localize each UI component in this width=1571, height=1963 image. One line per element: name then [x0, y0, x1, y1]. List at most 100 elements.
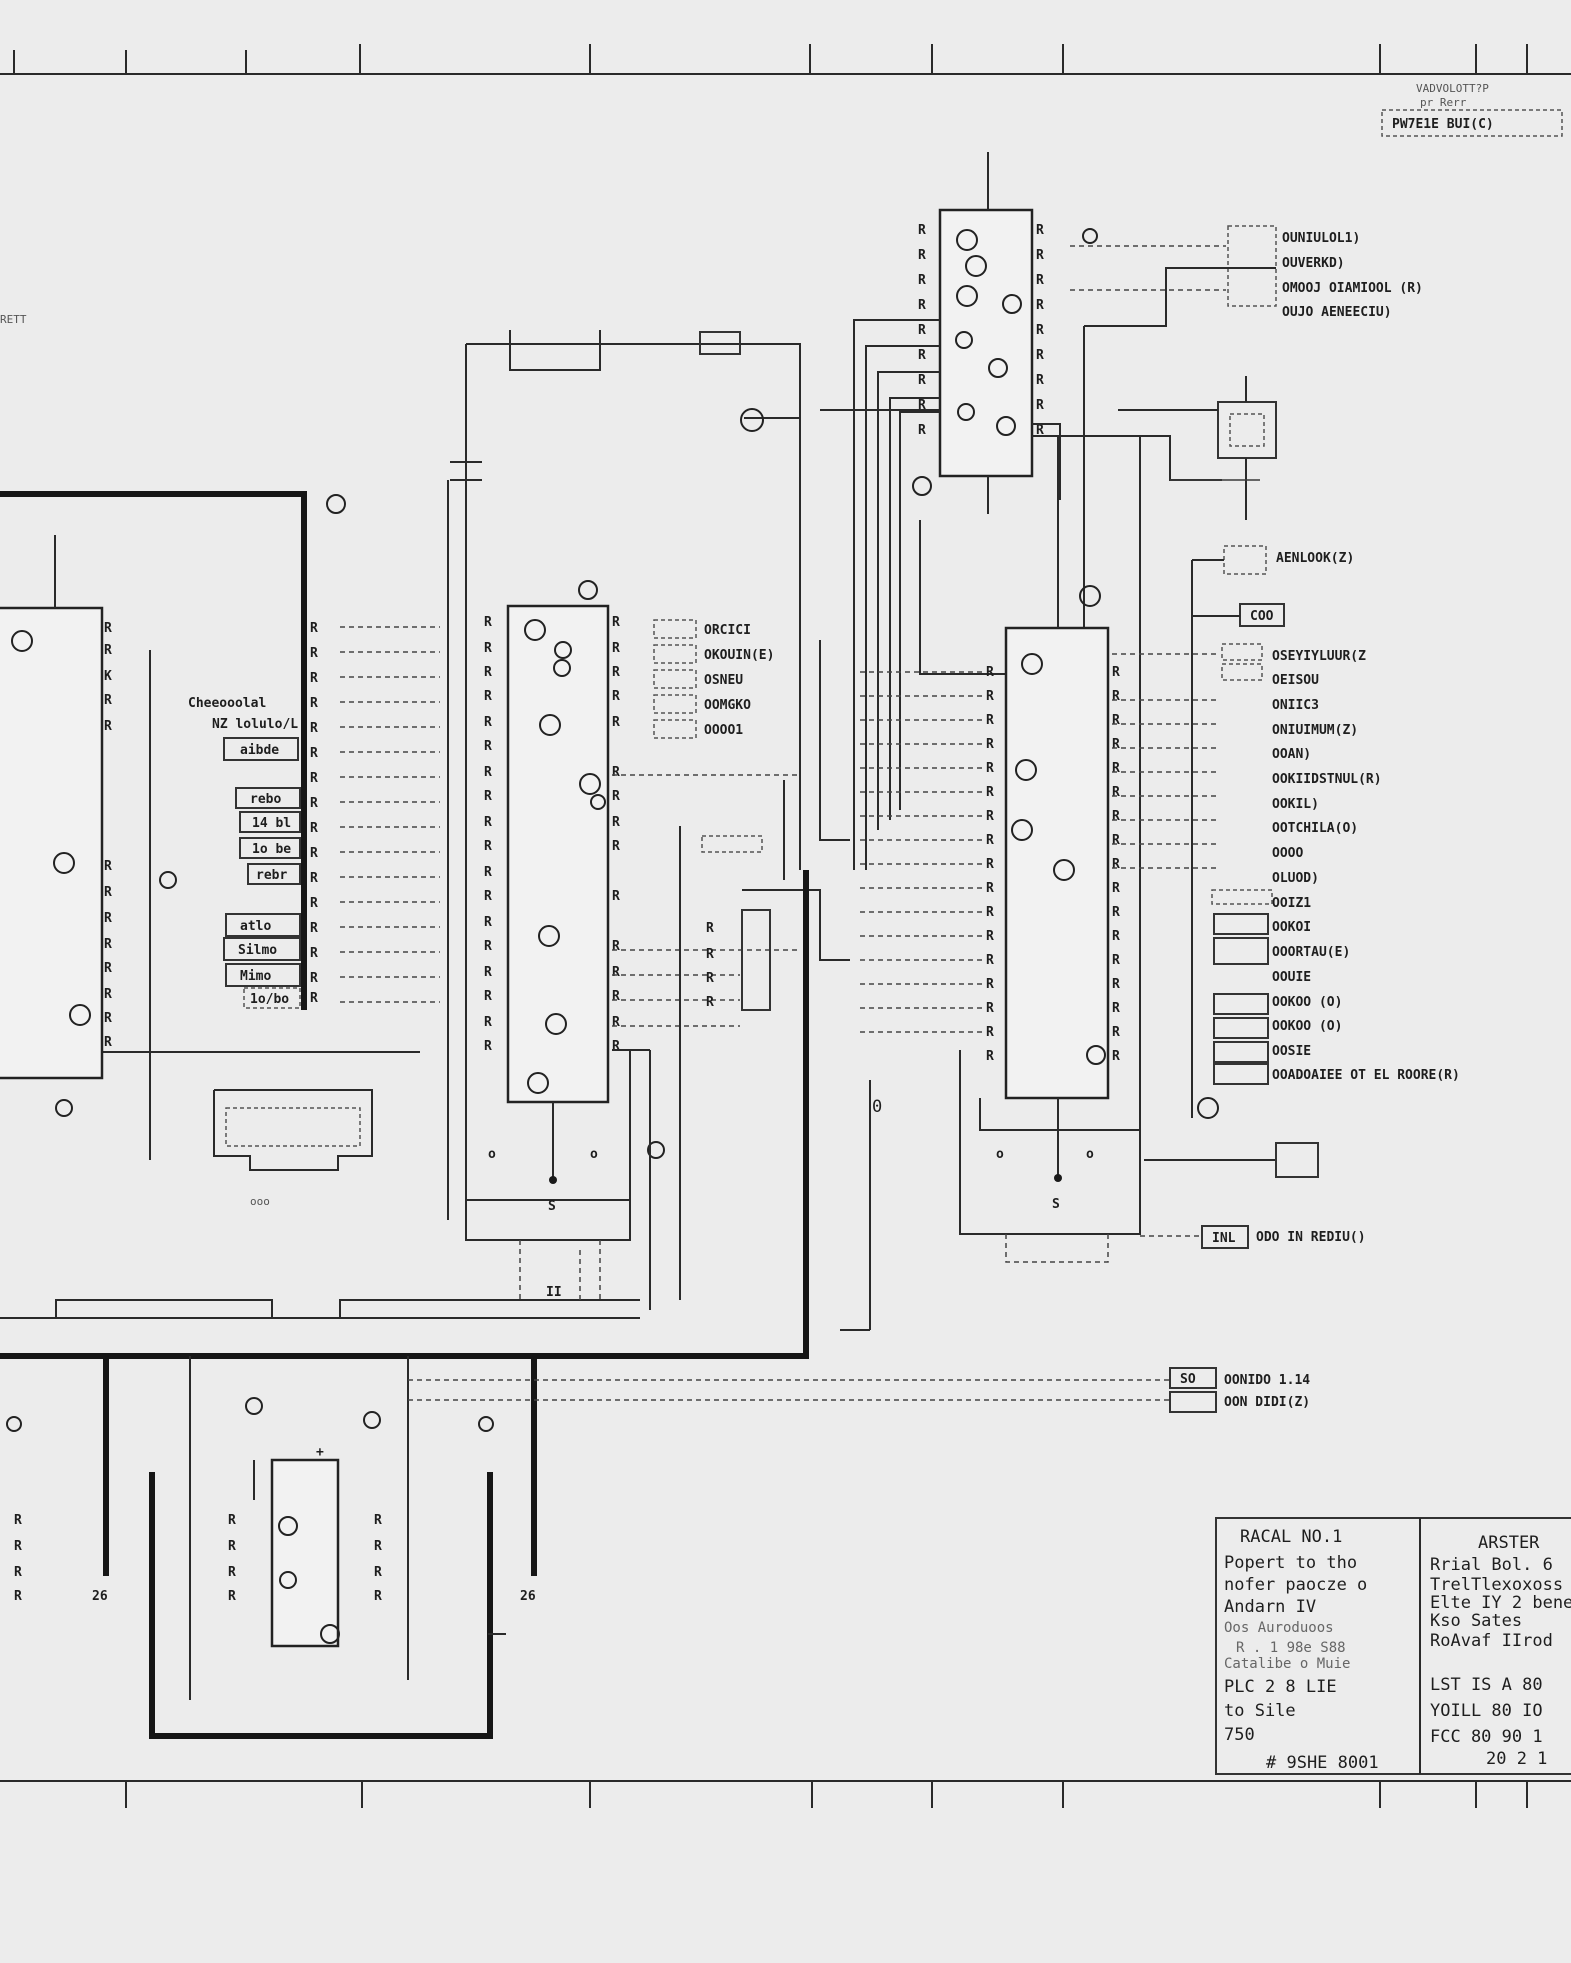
- right-box-signal: AENLOOK(Z): [1276, 551, 1354, 566]
- svg-text:R: R: [1112, 737, 1120, 752]
- svg-text:R: R: [484, 765, 492, 780]
- svg-text:R: R: [986, 761, 994, 776]
- svg-text:R: R: [104, 961, 112, 976]
- svg-text:R: R: [310, 771, 318, 786]
- svg-text:R: R: [484, 989, 492, 1004]
- svg-text:R: R: [374, 1513, 382, 1528]
- title-left-faint3: Catalibe o Muie: [1224, 1656, 1350, 1672]
- svg-text:R: R: [310, 796, 318, 811]
- svg-text:R: R: [310, 846, 318, 861]
- svg-text:R: R: [1036, 373, 1044, 388]
- title-right-header: ARSTER: [1478, 1533, 1540, 1553]
- svg-text:R: R: [484, 965, 492, 980]
- svg-text:R: R: [104, 859, 112, 874]
- right-bus-signal: OOSIE: [1272, 1044, 1311, 1059]
- svg-text:R: R: [1112, 713, 1120, 728]
- svg-text:R: R: [986, 1001, 994, 1016]
- svg-text:R: R: [104, 719, 112, 734]
- svg-text:R: R: [1112, 785, 1120, 800]
- svg-text:R: R: [1112, 881, 1120, 896]
- svg-text:R: R: [986, 809, 994, 824]
- svg-text:R: R: [310, 621, 318, 636]
- svg-text:II: II: [546, 1285, 562, 1300]
- svg-text:R: R: [1112, 809, 1120, 824]
- svg-text:R: R: [612, 689, 620, 704]
- bottom-signal: OONIDO 1.14: [1224, 1373, 1310, 1388]
- odo-label: ODO IN REDIU(): [1256, 1230, 1366, 1245]
- svg-text:R: R: [1112, 929, 1120, 944]
- svg-text:R: R: [1036, 298, 1044, 313]
- svg-text:R: R: [612, 839, 620, 854]
- svg-text:o: o: [488, 1147, 496, 1162]
- svg-text:R: R: [484, 839, 492, 854]
- title-right-line3: Elte IY 2 bene: [1430, 1593, 1571, 1613]
- svg-text:R: R: [104, 1035, 112, 1050]
- svg-text:R: R: [918, 398, 926, 413]
- title-right-footer: 20 2 1: [1486, 1749, 1547, 1769]
- top-right-label-line2: pr Rerr: [1420, 96, 1467, 109]
- svg-text:R: R: [1112, 905, 1120, 920]
- svg-text:R: R: [1112, 953, 1120, 968]
- svg-text:R: R: [104, 937, 112, 952]
- chip1-left-label: Cheeooolal: [188, 696, 266, 711]
- chip-center-signals: ORCICI OKOUIN(E) OSNEU OOMGKO OOOO1: [612, 619, 800, 1310]
- svg-text:R: R: [1036, 223, 1044, 238]
- title-left-footer: # 9SHE 8001: [1266, 1753, 1379, 1773]
- right-bus-signal: OOTCHILA(O): [1272, 821, 1358, 836]
- svg-text:R: R: [484, 889, 492, 904]
- svg-text:R: R: [1036, 423, 1044, 438]
- svg-text:R: R: [484, 915, 492, 930]
- title-right-line7: YOILL 80 IO: [1430, 1701, 1543, 1721]
- svg-text:R: R: [1036, 348, 1044, 363]
- svg-text:R: R: [484, 689, 492, 704]
- svg-text:R: R: [310, 896, 318, 911]
- top-right-label-line3: PW7E1E BUI(C): [1392, 117, 1494, 132]
- right-bus-signal: OOKOI: [1272, 920, 1311, 935]
- svg-text:R: R: [612, 615, 620, 630]
- chip-center-signal: OOMGKO: [704, 698, 751, 713]
- chip1-left-label: Mimo: [240, 969, 271, 984]
- top-border-ruler: [0, 44, 1571, 75]
- svg-text:R: R: [310, 991, 318, 1006]
- svg-text:R: R: [310, 721, 318, 736]
- svg-text:R: R: [374, 1589, 382, 1604]
- svg-text:R: R: [986, 713, 994, 728]
- right-bus-signal: OOUIE: [1272, 970, 1311, 985]
- mid-pin-label: R: [706, 947, 714, 962]
- chip-center-signal: OOOO1: [704, 723, 743, 738]
- svg-text:R: R: [612, 939, 620, 954]
- svg-text:0: 0: [872, 1097, 882, 1117]
- svg-text:R: R: [1036, 248, 1044, 263]
- mid-pin-block: R R R R: [701, 835, 850, 1011]
- svg-text:R: R: [612, 1039, 620, 1054]
- right-bus-signal: OOAN): [1272, 747, 1311, 762]
- svg-text:R: R: [986, 689, 994, 704]
- svg-text:R: R: [104, 885, 112, 900]
- svg-text:R: R: [612, 665, 620, 680]
- svg-text:R: R: [310, 946, 318, 961]
- svg-text:R: R: [228, 1589, 236, 1604]
- svg-text:R: R: [310, 746, 318, 761]
- chip-top-signal: OUNIULOL1): [1282, 231, 1360, 246]
- svg-text:R: R: [986, 953, 994, 968]
- chip-center-signal: ORCICI: [704, 623, 751, 638]
- svg-text:R: R: [1112, 665, 1120, 680]
- bottom-pin-number-left: 26: [92, 1589, 108, 1604]
- right-bus-signal: OOADOAIEE OT EL ROORE(R): [1272, 1068, 1460, 1083]
- svg-text:R: R: [484, 641, 492, 656]
- title-left-faint1: Oos Auroduoos: [1224, 1620, 1334, 1636]
- svg-text:o: o: [1086, 1147, 1094, 1162]
- chip1-left-labels: Cheeooolal NZ lolulo/L aibde rebo 14 bl …: [188, 696, 301, 1009]
- chip-left-pins: RR KR RR RR RR RR R: [104, 621, 112, 1050]
- svg-text:R: R: [484, 1039, 492, 1054]
- svg-text:R: R: [918, 323, 926, 338]
- title-right-line6: LST IS A 80: [1430, 1675, 1543, 1695]
- svg-text:R: R: [918, 273, 926, 288]
- chip-left: RR KR RR RR RR RR R: [0, 535, 177, 1117]
- svg-text:R: R: [986, 737, 994, 752]
- svg-text:R: R: [104, 911, 112, 926]
- title-right-line2: TrelTlexoxoss: [1430, 1575, 1563, 1595]
- misc-annotations: ooo II +: [250, 1195, 581, 1460]
- svg-text:R: R: [228, 1513, 236, 1528]
- svg-text:R: R: [374, 1565, 382, 1580]
